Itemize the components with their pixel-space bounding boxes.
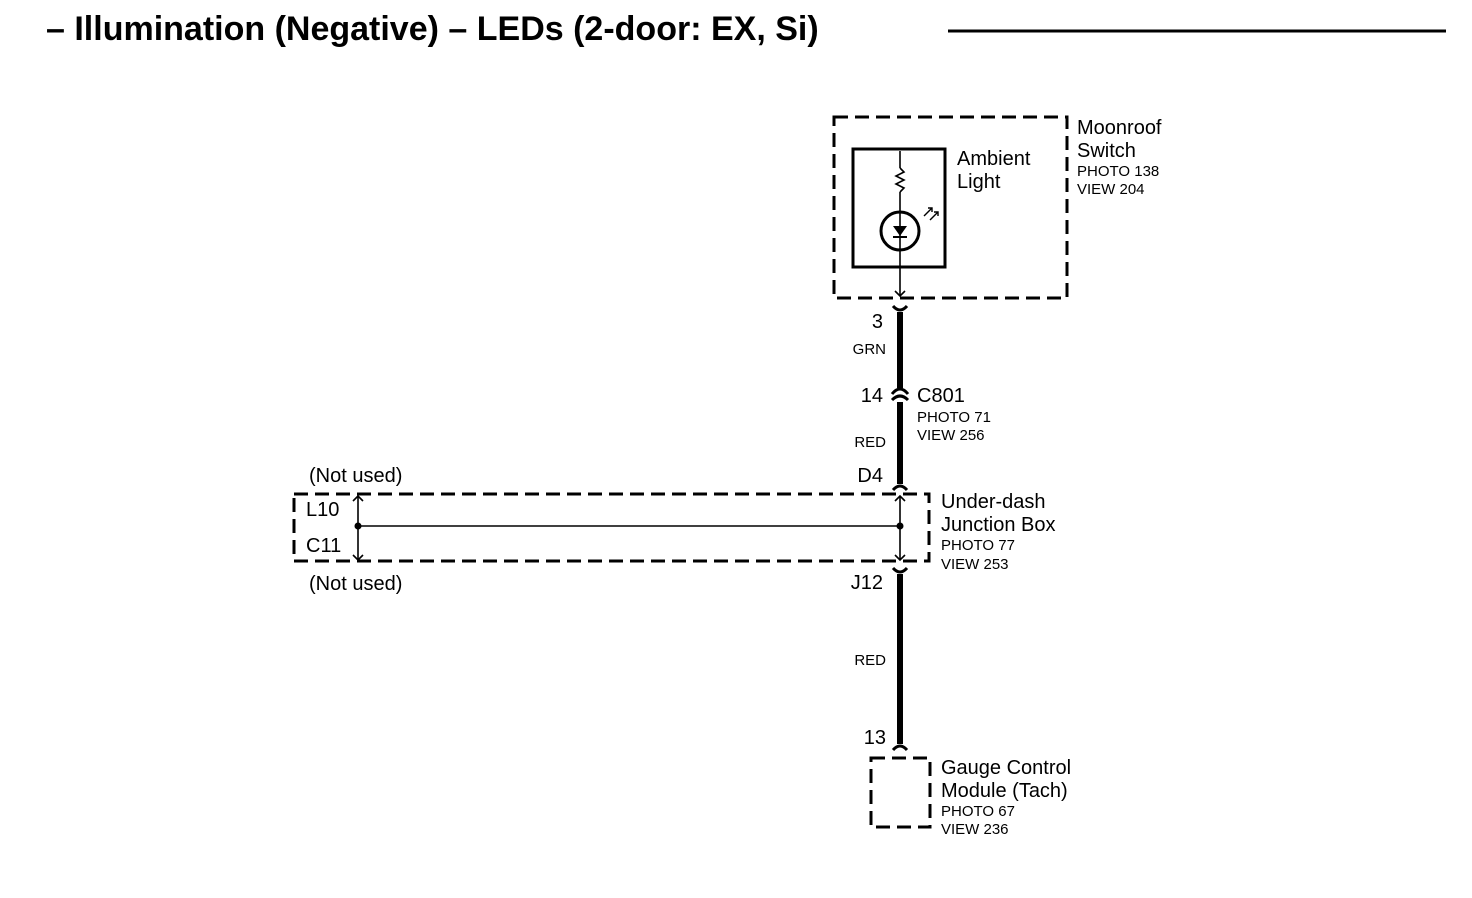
ambient-light-name-2: Light bbox=[957, 171, 1001, 193]
moonroof-terminal-icon bbox=[891, 304, 909, 312]
wire-grn-label: GRN bbox=[853, 341, 886, 358]
junction-box bbox=[292, 492, 931, 563]
jb-left-bottom-pin-label: C11 bbox=[306, 535, 341, 557]
moonroof-switch-name-1: Moonroof bbox=[1077, 117, 1162, 139]
wire-red-lower-label: RED bbox=[854, 652, 886, 669]
not-used-top: (Not used) bbox=[309, 465, 402, 487]
not-used-bottom: (Not used) bbox=[309, 573, 402, 595]
gauge-pin-label: 13 bbox=[864, 727, 886, 749]
jb-left-top-arrow-icon bbox=[352, 494, 364, 502]
jb-right-bottom-arrow-icon bbox=[894, 554, 906, 562]
jb-top-terminal-icon bbox=[891, 484, 909, 492]
jb-left-top-pin-label: L10 bbox=[306, 499, 339, 521]
jb-top-pin-label: D4 bbox=[857, 465, 883, 487]
c801-connector-icon bbox=[890, 387, 910, 402]
gauge-module-name-1: Gauge Control bbox=[941, 757, 1071, 779]
c801-pin-label: 14 bbox=[861, 385, 883, 407]
resistor-icon bbox=[894, 167, 906, 193]
junction-box-name-1: Under-dash bbox=[941, 491, 1046, 513]
gauge-module-view: VIEW 236 bbox=[941, 821, 1009, 838]
jb-right-top-arrow-icon bbox=[894, 494, 906, 502]
jb-splice-right bbox=[896, 522, 904, 530]
diagram-title: – Illumination (Negative) – LEDs (2-door… bbox=[46, 10, 819, 48]
gauge-module-photo: PHOTO 67 bbox=[941, 803, 1015, 820]
junction-box-view: VIEW 253 bbox=[941, 556, 1009, 573]
junction-box-name-2: Junction Box bbox=[941, 514, 1056, 536]
jb-bottom-pin-label: J12 bbox=[851, 572, 883, 594]
moonroof-pin-label: 3 bbox=[872, 311, 883, 333]
jb-left-bottom-arrow-icon bbox=[352, 554, 364, 562]
gauge-module-name-2: Module (Tach) bbox=[941, 780, 1068, 802]
led-icon bbox=[879, 207, 939, 252]
ambient-light-box bbox=[851, 147, 947, 269]
junction-box-photo: PHOTO 77 bbox=[941, 537, 1015, 554]
jb-bottom-terminal-icon bbox=[891, 566, 909, 574]
gauge-module-box bbox=[869, 756, 932, 829]
moonroof-switch-name-2: Switch bbox=[1077, 140, 1136, 162]
c801-view: VIEW 256 bbox=[917, 427, 985, 444]
moonroof-switch-view: VIEW 204 bbox=[1077, 181, 1145, 198]
c801-photo: PHOTO 71 bbox=[917, 409, 991, 426]
ambient-light-name-1: Ambient bbox=[957, 148, 1031, 170]
moonroof-pin-arrow-icon bbox=[894, 290, 906, 298]
moonroof-switch-box bbox=[832, 115, 1069, 300]
moonroof-switch-photo: PHOTO 138 bbox=[1077, 163, 1159, 180]
gauge-terminal-icon bbox=[891, 744, 909, 752]
c801-name: C801 bbox=[917, 385, 965, 407]
wire-red-upper-label: RED bbox=[854, 434, 886, 451]
